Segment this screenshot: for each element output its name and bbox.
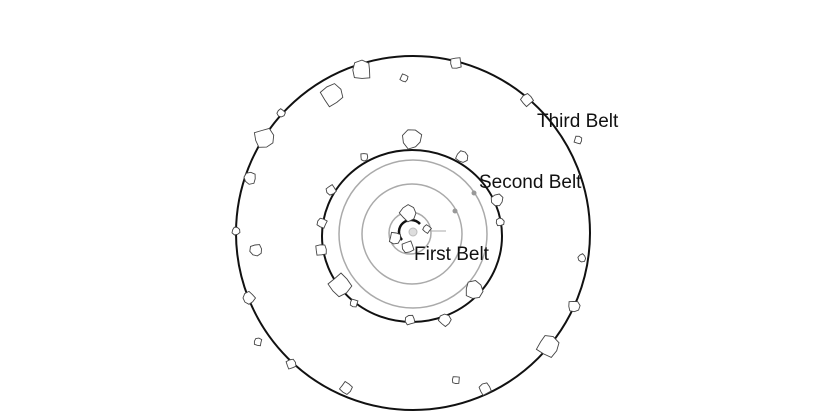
first-belt-label: First Belt: [414, 244, 490, 265]
gray-orbit-2: [361, 183, 463, 285]
gray-orbit-3: [338, 159, 488, 309]
asteroid: [325, 183, 337, 196]
asteroid: [242, 290, 257, 305]
third-belt-label: Third Belt: [537, 111, 619, 132]
asteroid: [568, 300, 581, 313]
asteroid: [437, 313, 452, 328]
asteroid: [450, 57, 462, 69]
asteroid: [249, 244, 262, 257]
planet-dot: [471, 190, 477, 196]
asteroid: [319, 83, 344, 108]
asteroid: [455, 150, 469, 163]
asteroid: [495, 217, 505, 227]
asteroid: [451, 376, 460, 384]
asteroid: [398, 204, 417, 223]
asteroid: [316, 217, 328, 229]
asteroid: [327, 272, 353, 298]
asteroid: [338, 380, 353, 395]
asteroid: [478, 382, 492, 396]
asteroid: [349, 298, 359, 308]
asteroid: [519, 93, 535, 108]
asteroid: [577, 253, 587, 263]
asteroid: [285, 358, 297, 370]
asteroid: [253, 337, 263, 347]
asteroid: [422, 224, 433, 235]
asteroid: [399, 73, 409, 83]
asteroid: [388, 231, 401, 245]
asteroid: [360, 153, 369, 162]
asteroid: [352, 59, 371, 79]
asteroid: [404, 314, 416, 326]
second-belt-label: Second Belt: [479, 172, 582, 193]
asteroid: [243, 171, 256, 185]
asteroid: [401, 240, 415, 254]
asteroid: [253, 127, 275, 148]
asteroid: [315, 244, 327, 256]
asteroid: [276, 108, 286, 118]
planet-dot: [452, 208, 458, 214]
orbit-lines: [235, 55, 591, 411]
asteroid: [535, 335, 560, 358]
asteroid: [465, 280, 484, 299]
asteroid: [402, 129, 423, 150]
star: [408, 227, 418, 237]
asteroid: [231, 226, 241, 236]
asteroid: [490, 193, 504, 207]
asteroids: [231, 57, 587, 396]
asteroid: [573, 135, 583, 145]
